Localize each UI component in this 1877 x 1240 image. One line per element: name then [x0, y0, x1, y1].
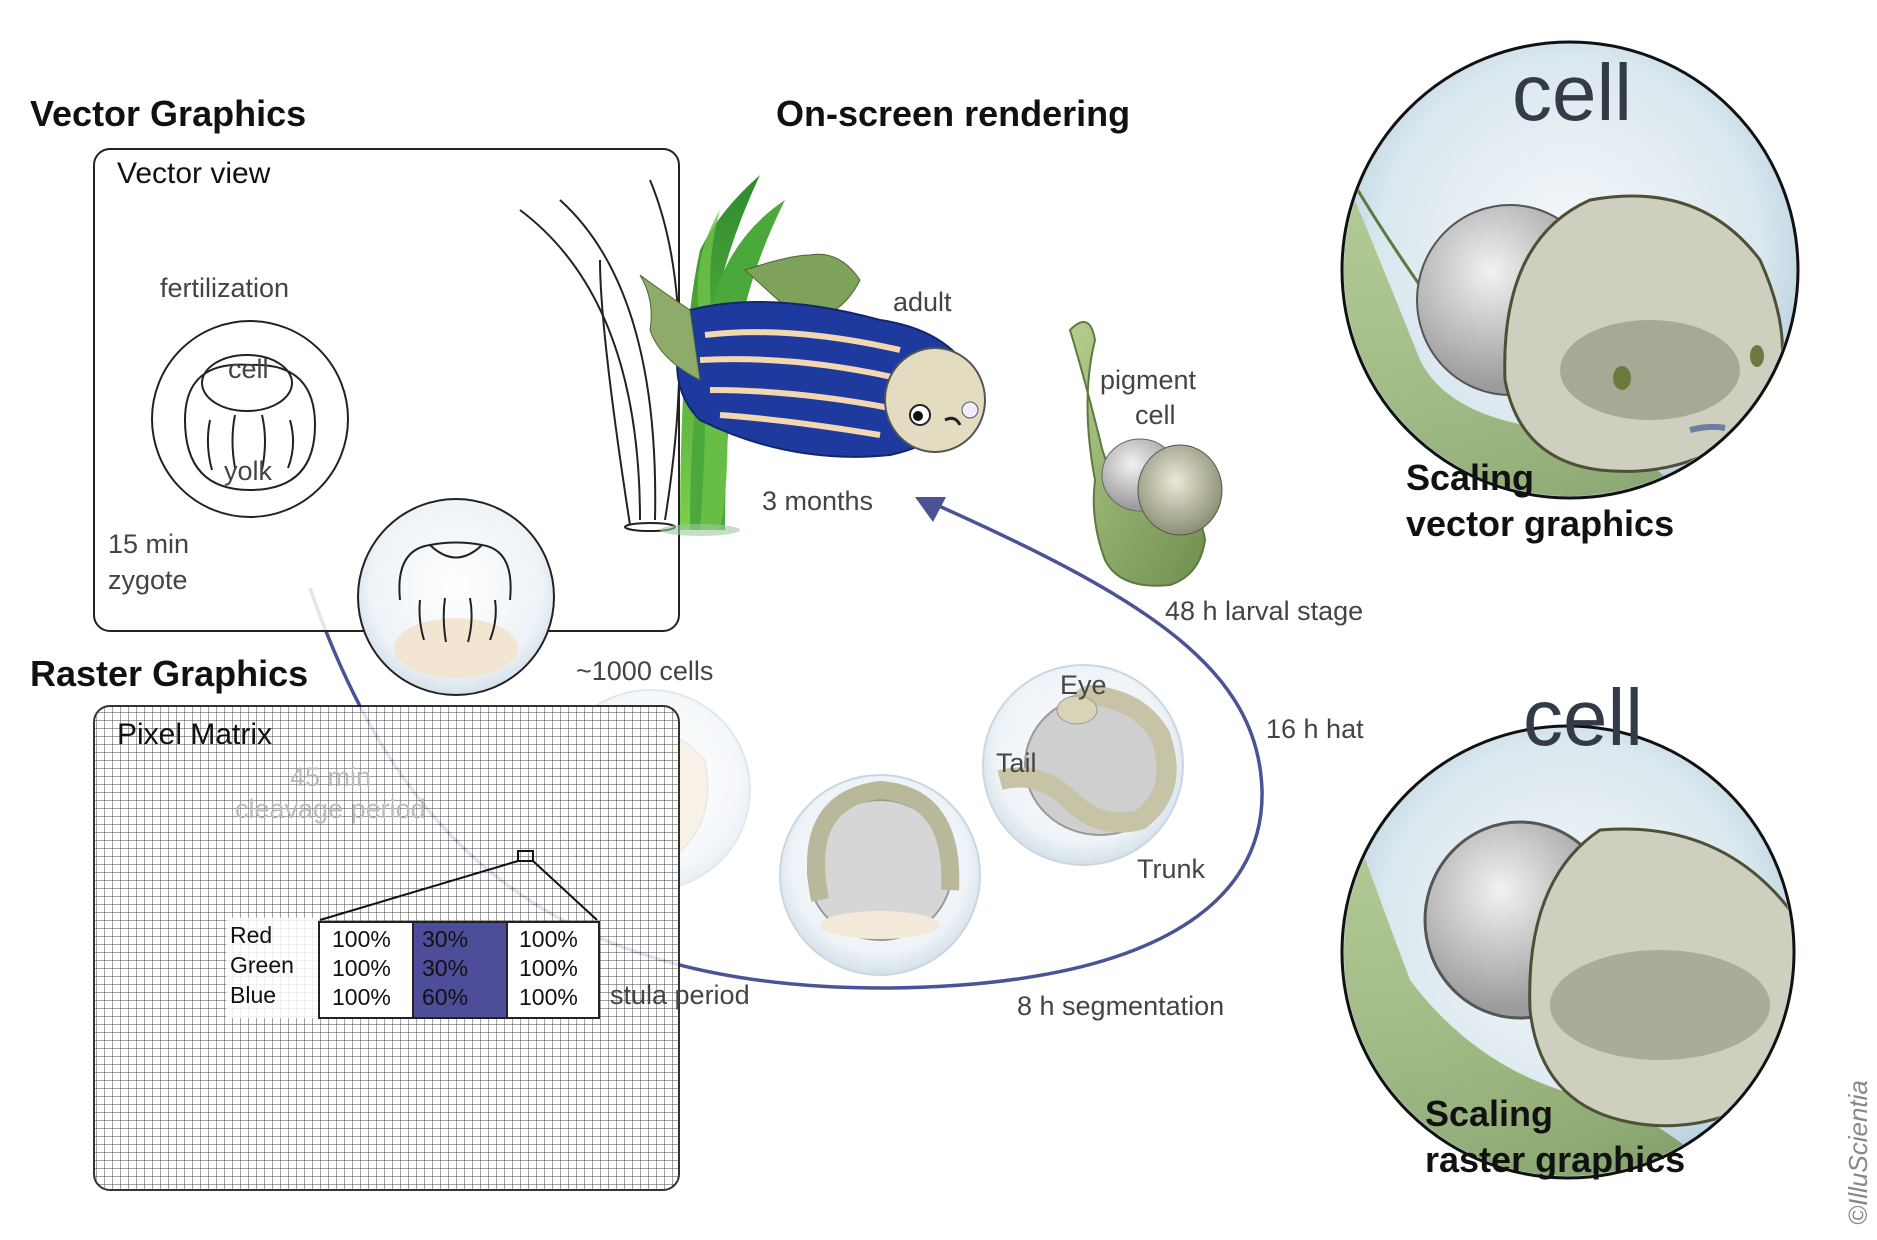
pixel-3-red: 100% [519, 926, 578, 952]
pixel-matrix-title: Pixel Matrix [117, 718, 272, 751]
pixel-cell-3 [506, 921, 600, 1019]
pixel-2-green: 30% [422, 955, 468, 981]
three-months-label: 3 months [762, 486, 873, 516]
zygote-outline [151, 320, 349, 518]
raster-graphics-heading: Raster Graphics [30, 653, 308, 694]
pixel-1-green: 100% [332, 955, 391, 981]
pigment-cell-label: cell [1135, 400, 1176, 430]
trunk-label: Trunk [1137, 854, 1206, 884]
adult-label: adult [893, 287, 952, 317]
larval-stage-label: 48 h larval stage [1165, 596, 1363, 626]
zoom-lines [319, 860, 598, 921]
yolk-label: yolk [224, 456, 273, 486]
scaling-vector-line2: vector graphics [1406, 503, 1674, 544]
cell-label: cell [228, 354, 269, 384]
cleavage-time-label: 45 min [290, 762, 371, 792]
vector-cell-word: cell [1512, 48, 1632, 137]
pixel-2-red: 30% [422, 926, 468, 952]
pixel-table: 100% 100% 100% 30% 30% 60% 100% 100% 100… [318, 921, 600, 1019]
vector-view-title: Vector view [117, 157, 271, 190]
channel-red: Red [230, 922, 272, 948]
thousand-cells-label: ~1000 cells [576, 656, 713, 686]
arrow-head [915, 497, 946, 522]
pixel-cell-2 [412, 921, 508, 1019]
pigment-label: pigment [1100, 365, 1197, 395]
eye-label: Eye [1060, 670, 1107, 700]
hatching-label: 16 h hat [1266, 714, 1364, 744]
pixel-2-blue: 60% [422, 984, 468, 1010]
segmentation-label: 8 h segmentation [1017, 991, 1224, 1021]
pixel-cell-1 [318, 921, 414, 1019]
gastrula-label: stula period [610, 980, 750, 1010]
zoomed-pixel [517, 850, 534, 862]
fertilization-label: fertilization [160, 273, 289, 303]
pharyngula-embryo [982, 664, 1184, 866]
cleavage-stage-label: cleavage period [235, 794, 426, 824]
scaling-raster-line2: raster graphics [1425, 1139, 1685, 1180]
pixel-3-green: 100% [519, 955, 578, 981]
channel-green: Green [230, 952, 294, 978]
pixel-3-blue: 100% [519, 984, 578, 1010]
larva-illustration [1068, 321, 1223, 587]
scaling-raster-line1: Scaling [1425, 1093, 1553, 1134]
zygote-time-label: 15 min [108, 529, 189, 559]
pixel-1-blue: 100% [332, 984, 391, 1010]
channel-blue: Blue [230, 982, 276, 1008]
raster-cell-word: cell [1523, 673, 1643, 762]
pixel-1-red: 100% [332, 926, 391, 952]
copyright-label: ©IlluScientia [1843, 1080, 1873, 1225]
zygote-stage-label: zygote [108, 565, 188, 595]
tail-label: Tail [996, 748, 1037, 778]
vector-graphics-heading: Vector Graphics [30, 93, 306, 134]
two-cell-embryo [357, 498, 555, 696]
segmentation-embryo [779, 774, 981, 976]
scaling-vector-line1: Scaling [1406, 457, 1534, 498]
adult-fish [639, 253, 986, 458]
raster-zoom-sphere [1340, 724, 1796, 1180]
onscreen-rendering-heading: On-screen rendering [776, 93, 1130, 134]
